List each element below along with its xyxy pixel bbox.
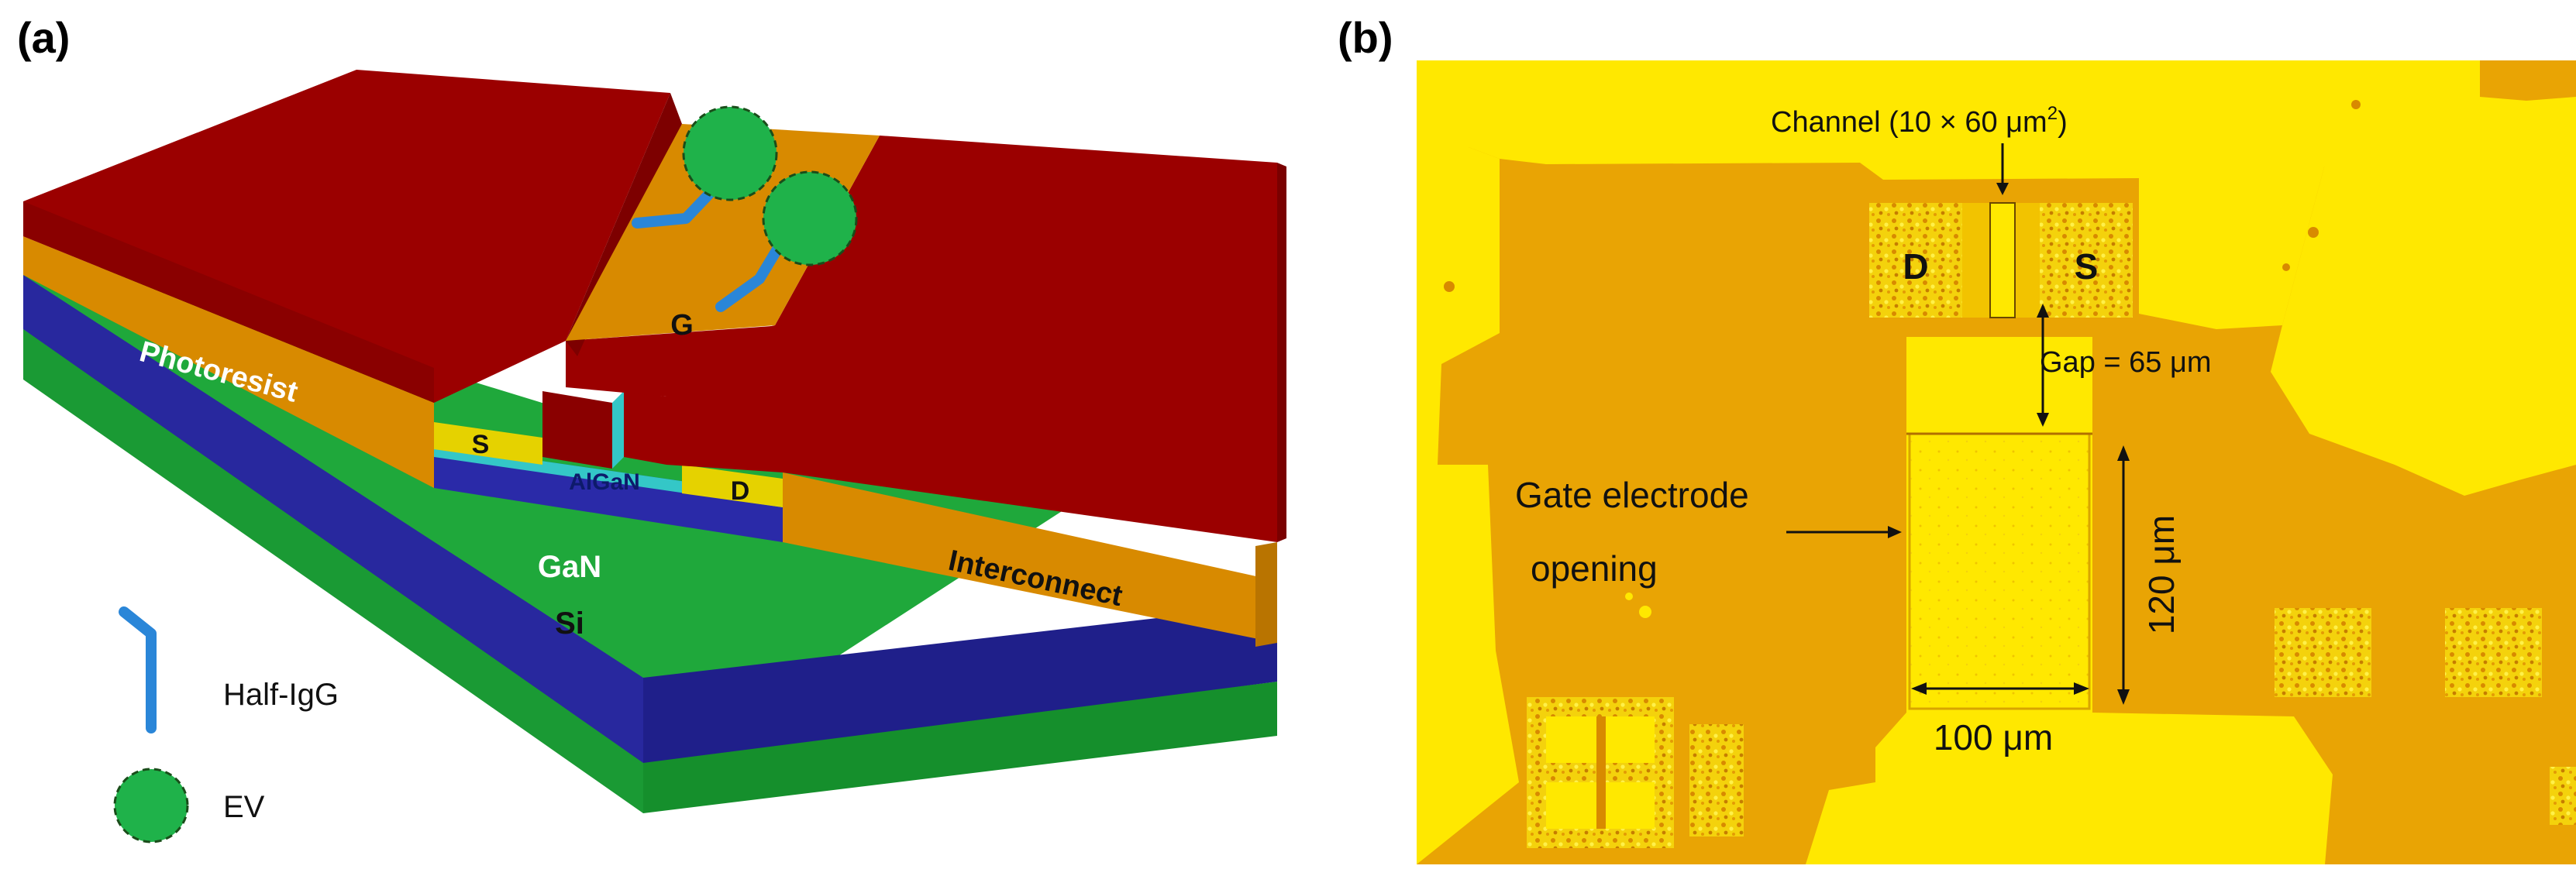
legend-ev-icon [113,768,189,843]
interconnect-side [1255,542,1277,647]
gate-opening-label-line1: Gate electrode [1515,475,1749,515]
interconnect-right-front [783,472,1277,643]
channel-label: Channel (10 × 60 μm2) [1771,103,2068,139]
drain-label: D [731,476,750,506]
si-label: Si [555,606,584,641]
left-lower-metal [1417,465,1519,864]
source-arm-metal [2139,164,2325,329]
bottom-left-structure [1527,697,1744,848]
width-arrowhead-right [2074,682,2089,695]
si-front [23,329,643,813]
gate-wall-right [624,391,666,465]
channel-trench: S D AlGaN [434,391,783,542]
algan-label: AlGaN [569,469,640,495]
gan-side [643,604,1277,763]
gate-opening-label-line2: opening [1531,548,1658,589]
width-label: 100 μm [1934,717,2053,757]
gap-arrowhead-bottom [2037,413,2049,427]
right-pads [2275,608,2576,825]
gate-opening-arrowhead [1888,526,1902,538]
photoresist-left-top [23,70,670,403]
gap-arrowhead-top [2037,304,2049,318]
gate-wall [542,391,612,469]
ev-1 [682,105,778,201]
height-label: 120 μm [2141,515,2182,634]
drain-arm-metal [1417,164,1883,345]
interconnect-left-front [23,236,434,488]
top-metal-bar [1469,60,2576,190]
panel-a-label: (a) [17,13,70,62]
photoresist-side [1277,163,1286,542]
gan-front [23,275,643,763]
source-pad-label: S [2075,246,2099,287]
panel-a: (a) S D AlGaN [17,13,1286,843]
source-contact [434,422,542,465]
gan-layer [23,275,1277,763]
interconnect-layer [23,236,1277,647]
panel-b-label: (b) [1338,13,1393,62]
source-pad [2040,203,2133,318]
ev-2 [762,170,858,266]
height-arrowhead-top [2117,445,2130,461]
photoresist-middle [566,325,783,472]
bottom-connection [1806,713,2147,864]
legend: Half-IgG EV [113,606,339,843]
gate-bio-layer [632,105,858,312]
gate-label: G [670,309,694,342]
si-side [643,682,1277,813]
legend-ev-label: EV [223,790,265,824]
photoresist-front-left [23,201,434,403]
width-arrowhead-left [1911,682,1927,695]
legend-half-igg-icon [119,606,157,733]
left-metal-region [1417,60,1500,469]
annotations: Channel (10 × 60 μm2) Gap = 65 μm Gate e… [1515,103,2212,757]
panel-b: (b) D S [1338,13,2576,864]
height-arrowhead-bottom [2117,689,2130,705]
channel-arrowhead [1996,183,2009,195]
half-igg-1 [632,180,722,228]
source-label: S [472,430,490,459]
drain-pad [1869,203,1962,318]
drain-pad-label: D [1903,246,1928,287]
top-right-metal [2271,164,2576,496]
micrograph: D S [1417,60,2576,864]
gate-wall-cyan [612,391,624,469]
drain-contact [682,465,783,507]
half-igg-2 [715,235,788,312]
channel-rect [1989,202,2016,318]
legend-half-igg-label: Half-IgG [223,678,339,712]
gan-label: GaN [538,550,601,584]
gap-label: Gap = 65 μm [2040,346,2212,379]
gate-electrode-inner [1908,432,2091,710]
